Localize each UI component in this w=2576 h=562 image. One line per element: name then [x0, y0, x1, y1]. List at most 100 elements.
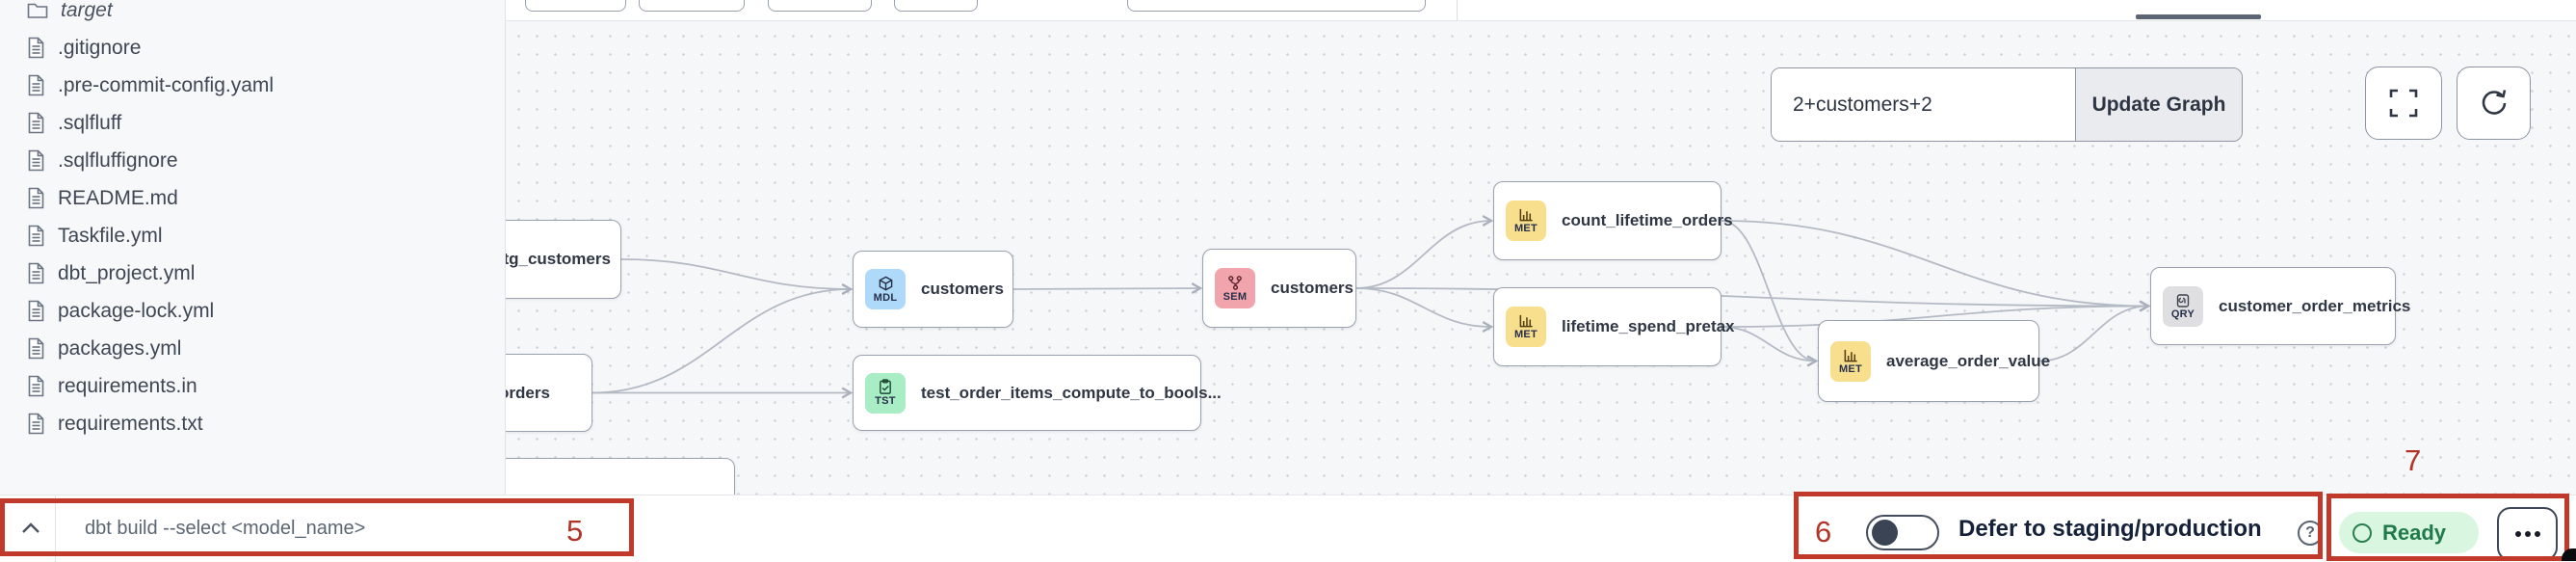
annotation-box-7 [2326, 494, 2569, 561]
fullscreen-icon [2389, 89, 2418, 118]
file-tree-item[interactable]: .pre-commit-config.yaml [0, 67, 505, 104]
file-tree-item[interactable]: .gitignore [0, 29, 505, 67]
file-tree-item[interactable]: requirements.txt [0, 405, 505, 442]
graph-node-partial_node[interactable] [506, 458, 735, 495]
node-type-badge-tst: TST [865, 372, 906, 414]
node-type-badge-mdl: MDL [865, 269, 906, 309]
file-name: .sqlfluff [58, 111, 122, 134]
edge-stg_customers-to-customers_model [620, 258, 854, 296]
file-tree-item[interactable]: target [0, 0, 505, 29]
graph-node-customers_model[interactable]: MDL customers [853, 251, 1013, 328]
command-input[interactable] [85, 495, 817, 562]
met-icon [1518, 313, 1535, 329]
file-icon [27, 112, 45, 134]
toolbar-divider [1457, 0, 1458, 20]
edge-customers_semantic-to-count_lifetime_orders [1355, 214, 1494, 289]
file-icon [27, 337, 45, 360]
graph-node-orders[interactable]: MDLorders [506, 354, 592, 432]
file-tree-item[interactable]: .sqlfluffignore [0, 142, 505, 179]
node-type-badge-sem: SEM [1215, 268, 1255, 308]
node-label: orders [506, 383, 550, 402]
edge-lifetime_spend_pretax-to-customer_order_metrics [1721, 300, 2151, 328]
update-graph-button[interactable]: Update Graph [2075, 68, 2242, 141]
node-type-code: QRY [2170, 308, 2195, 320]
file-tree: target .gitignore .pre-commit-config.yaml.… [0, 0, 505, 442]
file-icon [27, 300, 45, 322]
file-name: requirements.in [58, 374, 197, 397]
window-corner [2562, 549, 2576, 561]
node-label: average_order_value [1886, 351, 2051, 370]
toolbar-button-fragment[interactable] [1127, 0, 1426, 12]
status-badge[interactable]: Ready [2339, 512, 2479, 553]
graph-node-lifetime_spend_pretax[interactable]: MET lifetime_spend_pretax [1493, 287, 1735, 366]
file-icon [27, 413, 45, 435]
graph-node-customer_order_metrics[interactable]: QRY customer_order_metrics [2150, 267, 2410, 345]
file-icon [27, 375, 45, 397]
graph-selector-input[interactable] [1772, 68, 2075, 141]
graph-node-customers_semantic[interactable]: SEM customers [1202, 249, 1356, 328]
annotation-label-6: 6 [1815, 515, 1832, 549]
node-label: lifetime_spend_pretax [1562, 317, 1735, 335]
file-tree-item[interactable]: README.md [0, 179, 505, 217]
node-label: count_lifetime_orders [1562, 211, 1733, 229]
file-name: .gitignore [58, 36, 142, 59]
file-name: .pre-commit-config.yaml [58, 73, 275, 96]
file-name: target [61, 0, 113, 21]
edge-average_order_value-to-customer_order_metrics [2038, 300, 2151, 362]
node-type-code: MDL [873, 291, 898, 304]
toolbar-button-fragment[interactable] [639, 0, 745, 12]
bottom-bar-divider [55, 495, 56, 562]
node-label: customers [1271, 279, 1354, 297]
graph-selector-group: Update Graph [1771, 67, 2243, 142]
fullscreen-button[interactable] [2365, 67, 2442, 140]
file-tree-item[interactable]: package-lock.yml [0, 292, 505, 330]
edge-orders-to-customers_model [591, 282, 854, 394]
defer-label: Defer to staging/production [1958, 515, 2262, 542]
tst-icon [878, 379, 893, 395]
graph-node-average_order_value[interactable]: MET average_order_value [1818, 320, 2050, 402]
lineage-canvas[interactable]: MDLstg_customersMDLorders MDL customersTST… [506, 21, 2576, 495]
node-label: customer_order_metrics [2219, 296, 2411, 315]
sem-icon [1227, 275, 1244, 291]
collapse-panel-button[interactable] [12, 509, 50, 548]
file-tree-item[interactable]: .sqlfluff [0, 104, 505, 142]
folder-icon [27, 2, 48, 19]
file-icon [27, 149, 45, 172]
toolbar-button-fragment[interactable] [525, 0, 626, 12]
edge-customers_model-to-customers_semantic [1012, 281, 1203, 295]
file-tree-item[interactable]: dbt_project.yml [0, 254, 505, 292]
file-tree-item[interactable]: requirements.in [0, 367, 505, 405]
toolbar-button-fragment[interactable] [894, 0, 978, 12]
annotation-box-6 [1794, 492, 2323, 559]
defer-toggle[interactable] [1866, 515, 1939, 550]
met-icon [1843, 348, 1859, 363]
edge-count_lifetime_orders-to-average_order_value [1721, 220, 1819, 367]
ellipsis-icon [2514, 531, 2521, 537]
edge-count_lifetime_orders-to-customer_order_metrics [1721, 220, 2151, 312]
node-type-badge-qry: QRY [2163, 285, 2203, 327]
file-name: packages.yml [58, 336, 182, 360]
file-tree-item[interactable]: Taskfile.yml [0, 217, 505, 254]
file-icon [27, 187, 45, 209]
status-circle-icon [2353, 522, 2372, 543]
file-icon [27, 262, 45, 284]
node-label: stg_customers [506, 250, 611, 268]
node-type-code: MET [1513, 329, 1538, 340]
toolbar-button-fragment[interactable] [768, 0, 872, 12]
node-type-code: TST [875, 395, 896, 407]
file-icon [27, 37, 45, 59]
node-label: customers [921, 280, 1004, 298]
lineage-edges [591, 214, 2151, 399]
refresh-button[interactable] [2457, 67, 2531, 140]
file-name: dbt_project.yml [58, 261, 196, 284]
graph-node-stg_customers[interactable]: MDLstg_customers [506, 220, 621, 299]
status-badge-label: Ready [2382, 520, 2447, 545]
file-explorer-panel: target .gitignore .pre-commit-config.yaml.… [0, 0, 506, 495]
toggle-knob [1872, 520, 1898, 546]
file-tree-item[interactable]: packages.yml [0, 330, 505, 367]
node-type-code: SEM [1222, 290, 1248, 303]
node-type-code: MET [1838, 362, 1863, 375]
